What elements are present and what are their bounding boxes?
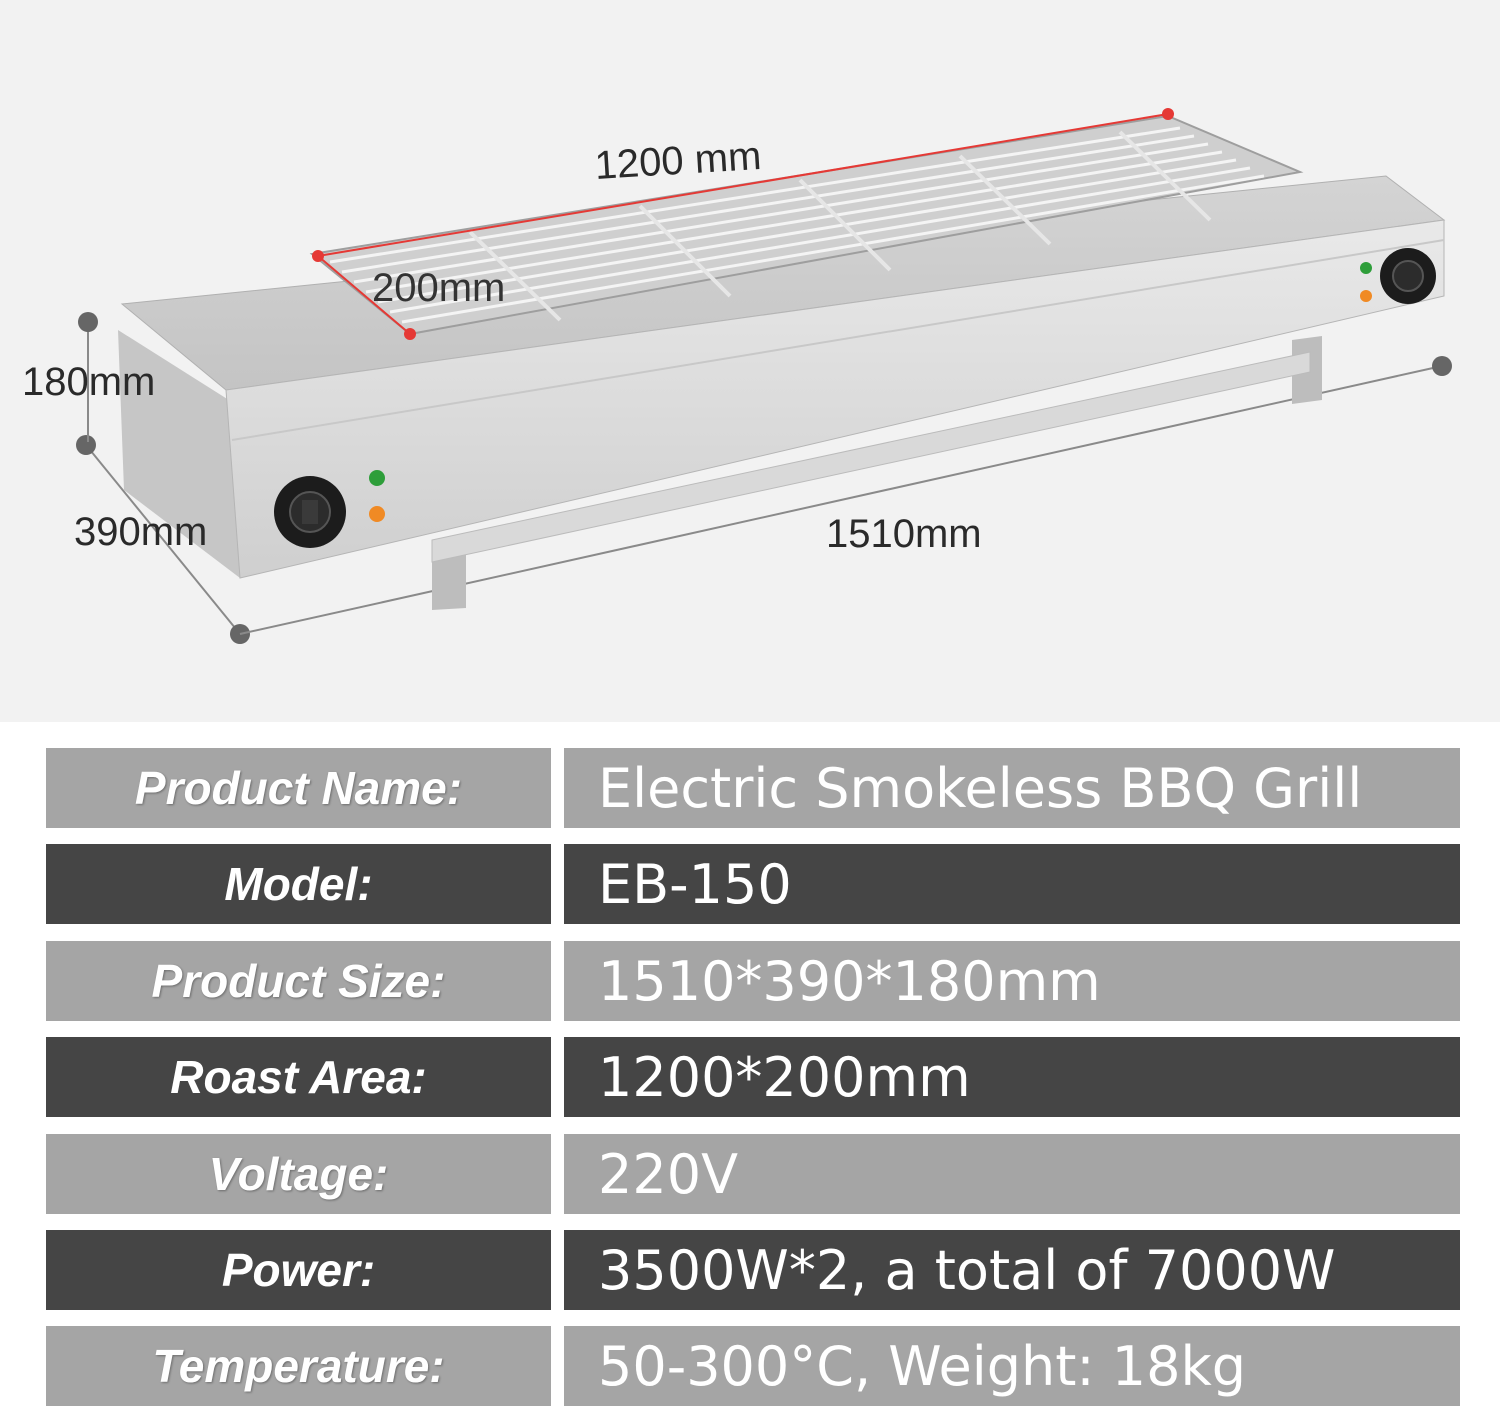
- spec-row-model: Model: EB-150: [46, 844, 1460, 924]
- height-label: 180mm: [22, 360, 156, 404]
- spec-value: 1200*200mm: [564, 1037, 1460, 1117]
- right-power-indicator: [1360, 262, 1372, 274]
- spec-row-temperature: Temperature: 50-300°C, Weight: 18kg: [46, 1326, 1460, 1406]
- grill-width-label: 200mm: [372, 266, 506, 310]
- spec-value: Electric Smokeless BBQ Grill: [564, 748, 1460, 828]
- spec-label: Product Size:: [46, 941, 551, 1021]
- spec-label: Roast Area:: [46, 1037, 551, 1117]
- grill-length-marker-end: [1162, 108, 1174, 120]
- spec-value: 220V: [564, 1134, 1460, 1214]
- grill-rack-frame: [468, 130, 1212, 322]
- height-marker-start: [78, 312, 98, 332]
- spec-row-product-name: Product Name: Electric Smokeless BBQ Gri…: [46, 748, 1460, 828]
- spec-label: Product Name:: [46, 748, 551, 828]
- length-marker-end: [1432, 356, 1452, 376]
- spec-value: 3500W*2, a total of 7000W: [564, 1230, 1460, 1310]
- spec-row-voltage: Voltage: 220V: [46, 1134, 1460, 1214]
- left-end-face: [118, 330, 240, 578]
- grill-width-marker-line: [317, 255, 411, 335]
- left-power-indicator: [369, 470, 385, 486]
- depth-label: 390mm: [74, 510, 208, 554]
- grill-length-marker-line: [317, 113, 1169, 257]
- under-bar: [431, 351, 1311, 563]
- grill-drawing: [76, 108, 1452, 644]
- left-heat-indicator: [369, 506, 385, 522]
- grill-width-marker-end: [404, 328, 416, 340]
- product-illustration: 1200 mm 200mm 180mm 390mm 1510mm: [0, 0, 1500, 722]
- grill-length-label: 1200 mm: [593, 133, 763, 188]
- depth-marker-start: [76, 435, 96, 455]
- spec-row-power: Power: 3500W*2, a total of 7000W: [46, 1230, 1460, 1310]
- spec-value: 1510*390*180mm: [564, 941, 1460, 1021]
- spec-row-roast-area: Roast Area: 1200*200mm: [46, 1037, 1460, 1117]
- spec-value: 50-300°C, Weight: 18kg: [564, 1326, 1460, 1406]
- spec-label: Model:: [46, 844, 551, 924]
- spec-label: Power:: [46, 1230, 551, 1310]
- depth-guide-line: [85, 444, 241, 635]
- right-heat-indicator: [1360, 290, 1372, 302]
- spec-value: EB-150: [564, 844, 1460, 924]
- spec-row-product-size: Product Size: 1510*390*180mm: [46, 941, 1460, 1021]
- spec-label: Voltage:: [46, 1134, 551, 1214]
- length-label: 1510mm: [826, 512, 982, 556]
- spec-label: Temperature:: [46, 1326, 551, 1406]
- front-face: [225, 219, 1445, 579]
